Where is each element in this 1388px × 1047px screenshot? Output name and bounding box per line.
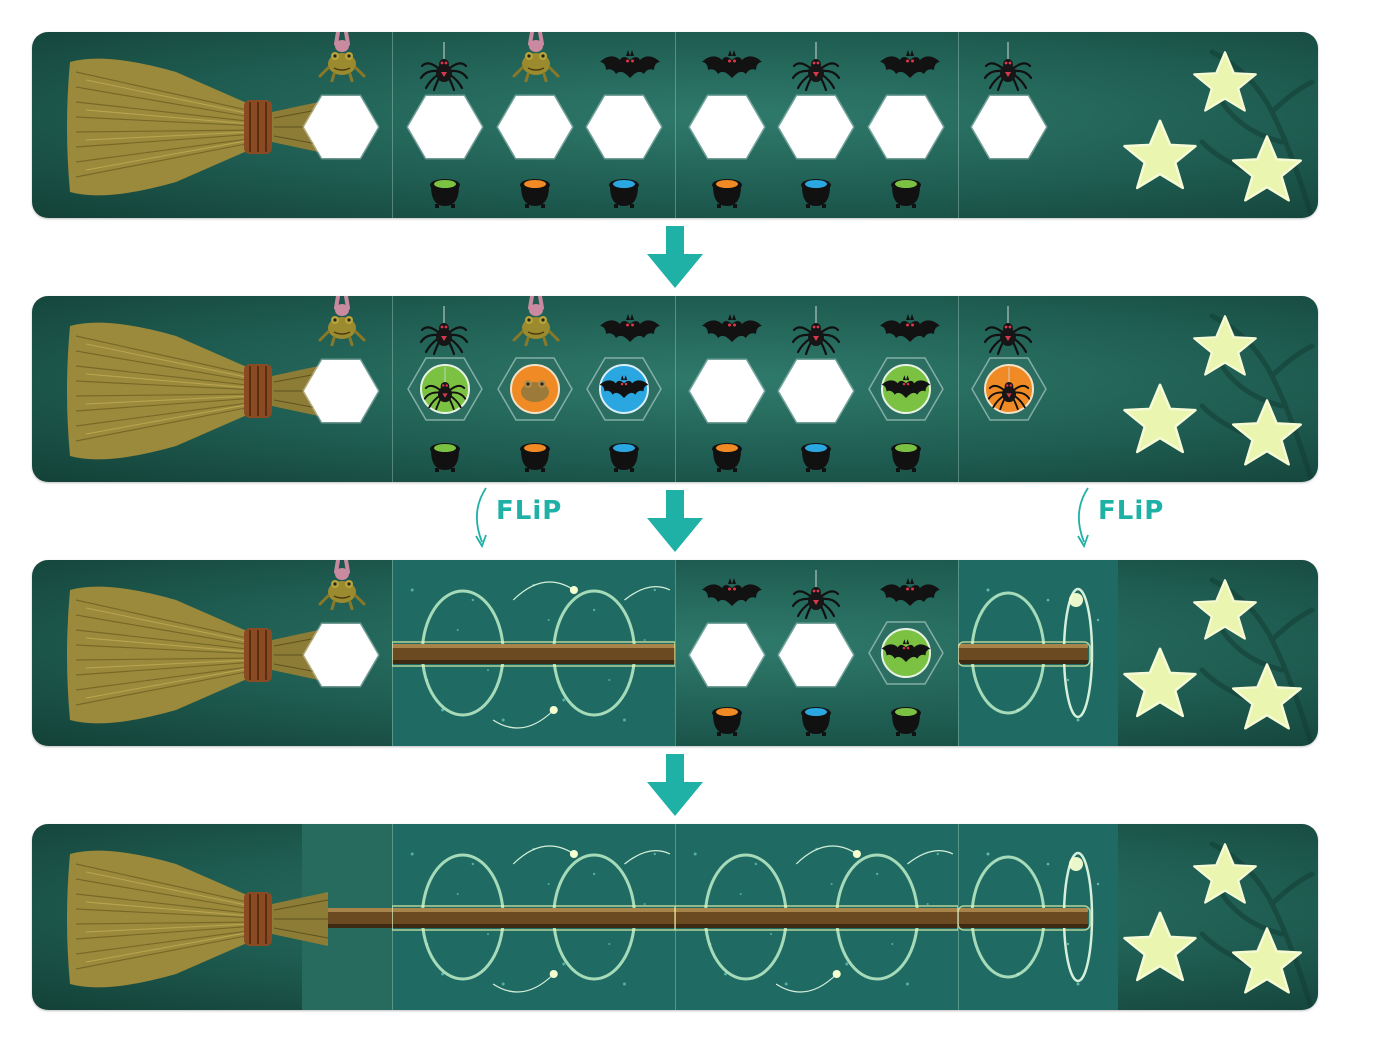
- magic-broomstick-panel[interactable]: [675, 824, 958, 1010]
- spider-icon: [412, 42, 476, 92]
- green-bat-token[interactable]: [867, 618, 945, 688]
- panel-divider: [392, 824, 393, 1010]
- spider-icon: [976, 42, 1040, 92]
- empty-token-slot[interactable]: [688, 92, 766, 162]
- magic-broomstick-end-panel[interactable]: [958, 824, 1118, 1010]
- green-spider-token[interactable]: [406, 354, 484, 424]
- toad-icon: [504, 296, 568, 346]
- orange-cauldron-icon: [517, 174, 553, 208]
- broom-icon: [66, 844, 336, 994]
- empty-token-slot[interactable]: [406, 92, 484, 162]
- bat-icon: [700, 42, 764, 92]
- toad-icon: [310, 296, 374, 346]
- stars-icon: [1123, 843, 1303, 994]
- green-cauldron-icon: [888, 438, 924, 472]
- toad-icon: [504, 32, 568, 82]
- down-arrow-icon: [645, 226, 705, 290]
- empty-token-slot[interactable]: [688, 356, 766, 426]
- empty-token-slot[interactable]: [970, 92, 1048, 162]
- broom-icon: [66, 52, 336, 202]
- panel-divider: [958, 296, 959, 482]
- magic-broomstick-panel[interactable]: [392, 824, 675, 1010]
- flip-label: FLiP: [1098, 496, 1165, 526]
- panel-divider: [392, 32, 393, 218]
- stars-icon: [1123, 315, 1303, 466]
- bat-icon: [878, 570, 942, 620]
- orange-cauldron-icon: [709, 702, 745, 736]
- orange-spider-token[interactable]: [970, 354, 1048, 424]
- board-stage-1: [32, 32, 1318, 218]
- board-stage-4: [32, 824, 1318, 1010]
- empty-token-slot[interactable]: [302, 92, 380, 162]
- empty-token-slot[interactable]: [585, 92, 663, 162]
- empty-token-slot[interactable]: [688, 620, 766, 690]
- stars-icon: [1123, 579, 1303, 730]
- empty-token-slot[interactable]: [867, 92, 945, 162]
- green-cauldron-icon: [427, 438, 463, 472]
- blue-cauldron-icon: [798, 702, 834, 736]
- bat-icon: [878, 42, 942, 92]
- empty-token-slot[interactable]: [302, 356, 380, 426]
- bat-icon: [700, 570, 764, 620]
- green-bat-token[interactable]: [867, 354, 945, 424]
- spider-icon: [784, 42, 848, 92]
- blue-cauldron-icon: [606, 174, 642, 208]
- empty-token-slot[interactable]: [777, 620, 855, 690]
- panel-divider: [958, 560, 959, 746]
- board-stage-3: [32, 560, 1318, 746]
- empty-token-slot[interactable]: [777, 356, 855, 426]
- orange-cauldron-icon: [517, 438, 553, 472]
- spider-icon: [784, 306, 848, 356]
- orange-cauldron-icon: [709, 174, 745, 208]
- panel-divider: [675, 32, 676, 218]
- flip-annotation: FLiP: [468, 486, 578, 550]
- bat-icon: [700, 306, 764, 356]
- down-arrow-icon: [645, 490, 705, 554]
- spider-icon: [784, 570, 848, 620]
- flip-label: FLiP: [496, 496, 563, 526]
- board-stage-2: [32, 296, 1318, 482]
- blue-bat-token[interactable]: [585, 354, 663, 424]
- broom-icon: [66, 580, 336, 730]
- spider-icon: [976, 306, 1040, 356]
- bat-icon: [598, 42, 662, 92]
- green-cauldron-icon: [888, 174, 924, 208]
- panel-divider: [675, 560, 676, 746]
- blue-cauldron-icon: [798, 174, 834, 208]
- panel-divider: [392, 560, 393, 746]
- bat-icon: [878, 306, 942, 356]
- empty-token-slot[interactable]: [302, 620, 380, 690]
- magic-broomstick-end-panel[interactable]: [958, 560, 1118, 746]
- down-arrow-icon: [645, 754, 705, 818]
- empty-token-slot[interactable]: [496, 92, 574, 162]
- green-cauldron-icon: [888, 702, 924, 736]
- panel-divider: [958, 824, 959, 1010]
- blue-cauldron-icon: [606, 438, 642, 472]
- panel-divider: [675, 296, 676, 482]
- blue-cauldron-icon: [798, 438, 834, 472]
- orange-cauldron-icon: [709, 438, 745, 472]
- magic-broomstick-panel[interactable]: [392, 560, 675, 746]
- panel-divider: [392, 296, 393, 482]
- orange-toad-token[interactable]: [496, 354, 574, 424]
- toad-icon: [310, 32, 374, 82]
- panel-divider: [958, 32, 959, 218]
- flip-annotation: FLiP: [1070, 486, 1180, 550]
- panel-divider: [675, 824, 676, 1010]
- toad-icon: [310, 560, 374, 610]
- broom-icon: [66, 316, 336, 466]
- empty-token-slot[interactable]: [777, 92, 855, 162]
- green-cauldron-icon: [427, 174, 463, 208]
- stars-icon: [1123, 51, 1303, 202]
- spider-icon: [412, 306, 476, 356]
- bat-icon: [598, 306, 662, 356]
